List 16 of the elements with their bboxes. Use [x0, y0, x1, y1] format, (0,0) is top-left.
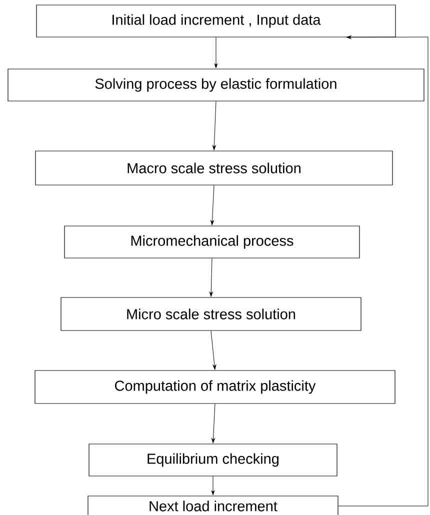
- arrow: [211, 476, 215, 496]
- arrow: [338, 36, 428, 506]
- process-box: Solving process by elastic formulation: [8, 68, 424, 102]
- process-box: Initial load increment , Input data: [36, 4, 396, 38]
- arrow: [212, 404, 216, 444]
- arrow: [209, 258, 213, 297]
- process-box: Computation of matrix plasticity: [34, 370, 396, 404]
- arrow: [212, 101, 216, 150]
- process-box: Equilibrium checking: [88, 444, 338, 476]
- process-box: Micro scale stress solution: [60, 297, 362, 331]
- process-box: Next load increment: [88, 496, 338, 515]
- process-box: Macro scale stress solution: [35, 150, 393, 186]
- process-box: Micromechanical process: [64, 226, 360, 258]
- arrow: [214, 37, 218, 68]
- arrow: [210, 185, 214, 226]
- arrow: [210, 330, 216, 370]
